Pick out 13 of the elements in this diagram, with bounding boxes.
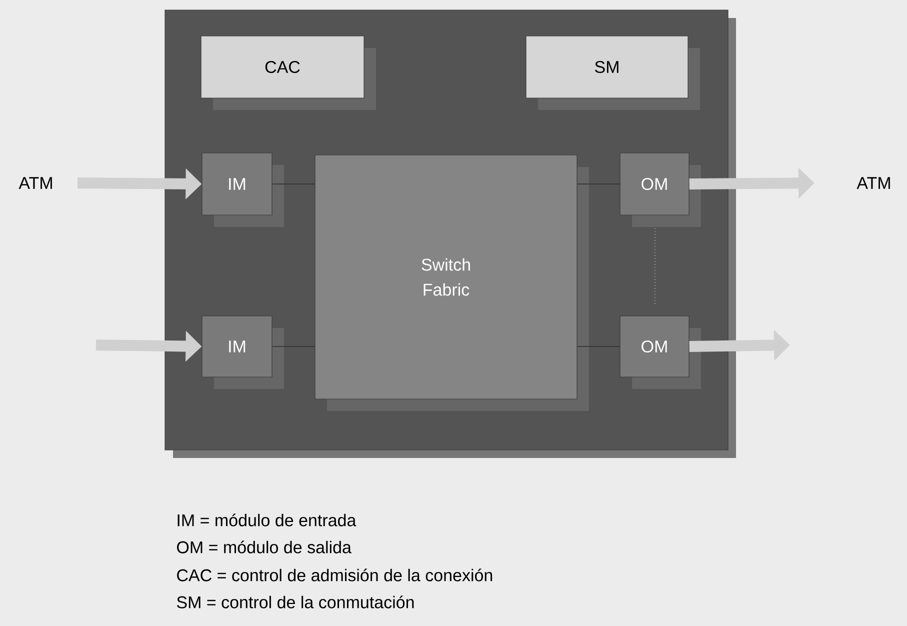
module-box: OM	[620, 316, 701, 389]
legend-text: CAC = control de admisión de la conexión	[177, 568, 492, 582]
fabric-box: Switch Fabric	[314, 154, 589, 411]
port-label: ATM	[18, 177, 52, 189]
legend-text: OM = módulo de salida	[177, 540, 352, 554]
module-box: IM	[202, 152, 284, 227]
module-box: CAC	[200, 36, 376, 110]
port-label: ATM	[856, 177, 890, 189]
legend-text: IM = módulo de entrada	[178, 514, 356, 526]
module-box: OM	[620, 152, 701, 227]
legend-text: SM = control de la conmutación	[176, 596, 414, 608]
module-box: SM	[526, 36, 700, 110]
module-box: IM	[202, 316, 284, 389]
